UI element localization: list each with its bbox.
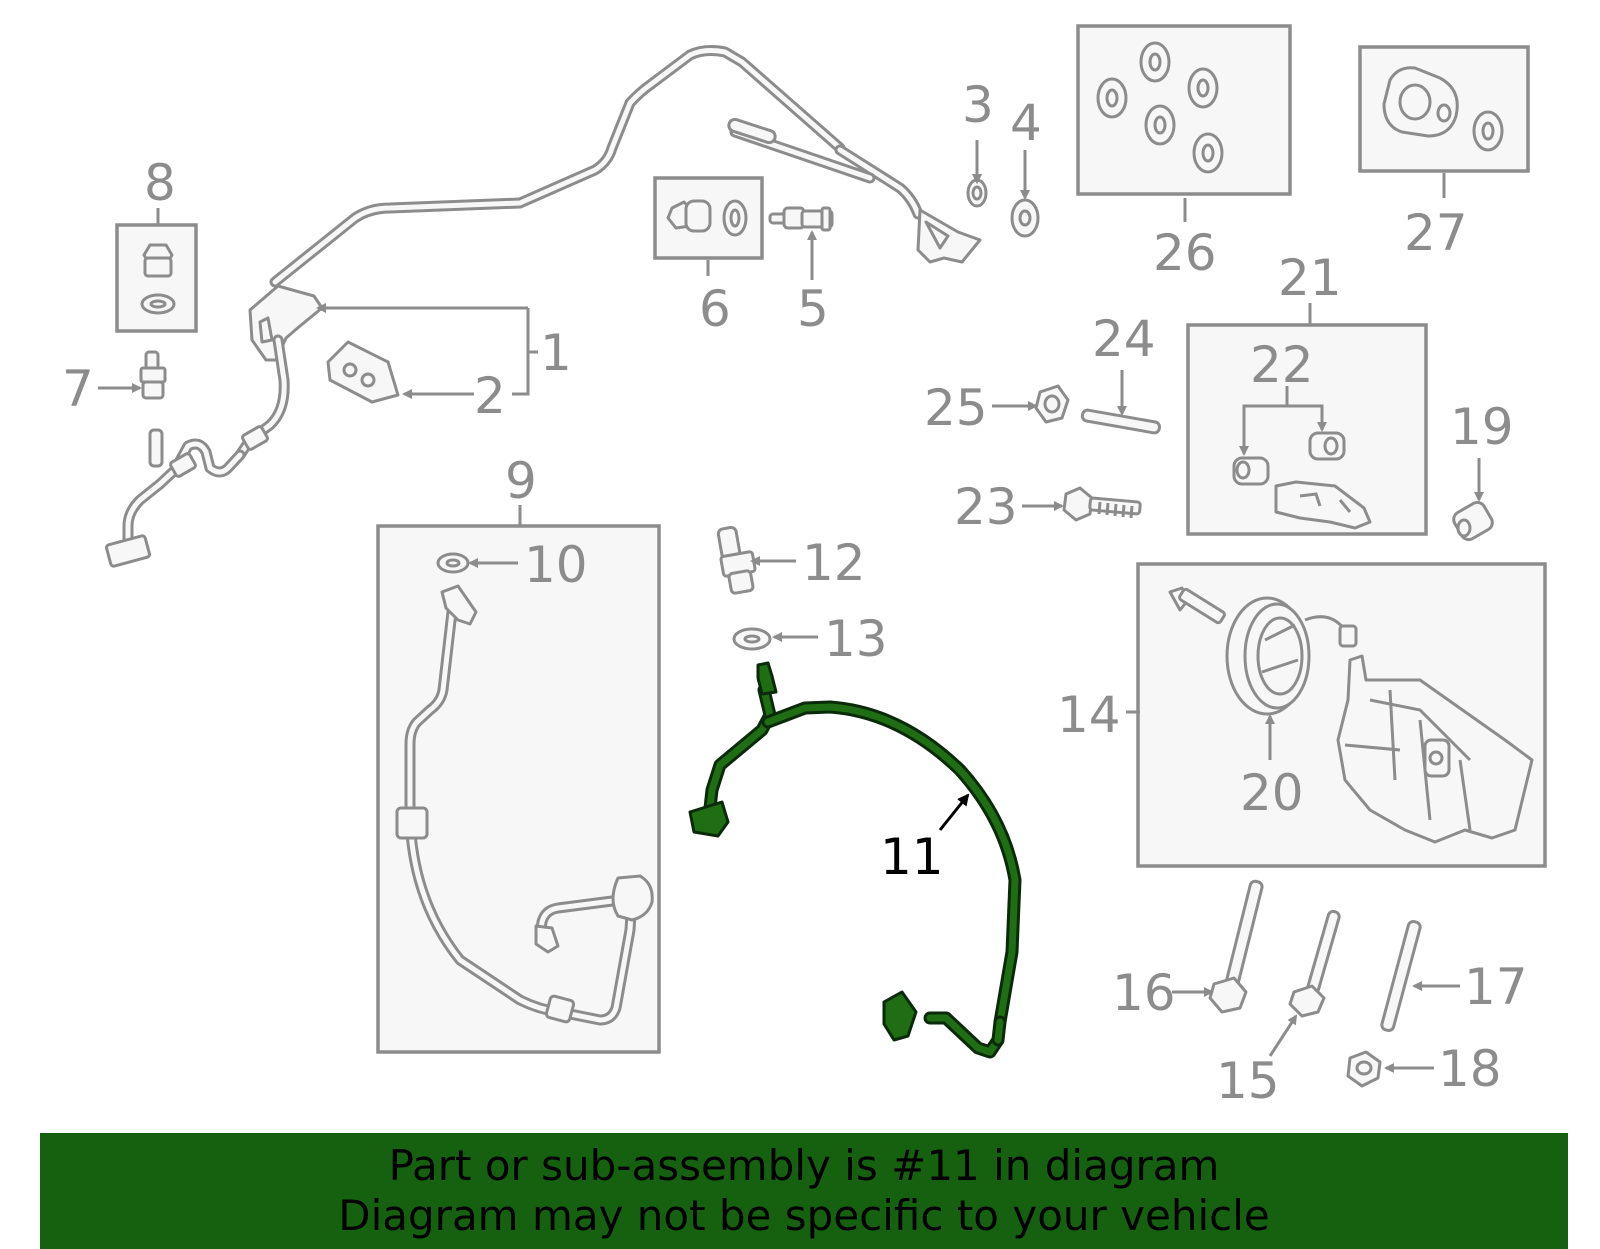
part-26-seal-kit[interactable] <box>1096 41 1224 174</box>
part-16-bolt[interactable] <box>1208 879 1264 1014</box>
callout-9: 9 <box>505 452 537 510</box>
callout-22: 22 <box>1250 336 1314 394</box>
callout-25: 25 <box>924 379 988 437</box>
callout-13: 13 <box>824 610 888 668</box>
callout-27: 27 <box>1404 204 1468 262</box>
part-25-nut[interactable] <box>1034 384 1070 424</box>
part-17-stud[interactable] <box>1380 919 1422 1033</box>
part-4-seal[interactable] <box>1010 198 1040 238</box>
callout-12: 12 <box>802 534 866 592</box>
callout-7: 7 <box>62 360 94 418</box>
part-2-bracket[interactable] <box>326 340 400 404</box>
banner-line-2: Diagram may not be specific to your vehi… <box>338 1191 1270 1240</box>
part-21-bracket-kit[interactable] <box>1274 480 1372 530</box>
callout-23: 23 <box>954 478 1018 536</box>
part-3-seal[interactable] <box>966 178 988 208</box>
part-9-ac-line[interactable] <box>395 584 654 1026</box>
part-14-compressor[interactable] <box>1168 586 1534 844</box>
part-18-nut[interactable] <box>1346 1050 1382 1088</box>
callout-19: 19 <box>1450 398 1514 456</box>
callout-5: 5 <box>797 280 829 338</box>
part-27-gasket[interactable] <box>1382 66 1504 152</box>
part-10-seal[interactable] <box>436 552 470 574</box>
callout-8: 8 <box>144 154 176 212</box>
callout-26: 26 <box>1153 224 1217 282</box>
box-9 <box>376 524 661 1054</box>
part-7-pressure-switch[interactable] <box>139 350 167 400</box>
callout-24: 24 <box>1092 310 1156 368</box>
part-11-highlighted-line[interactable] <box>688 661 1022 1059</box>
callout-20: 20 <box>1240 764 1304 822</box>
callout-11: 11 <box>880 828 944 886</box>
callout-17: 17 <box>1464 958 1528 1016</box>
part-20-clutch[interactable] <box>1225 596 1358 716</box>
part-13-seal[interactable] <box>732 627 772 651</box>
part-15-bolt[interactable] <box>1288 909 1341 1018</box>
callout-10: 10 <box>524 536 588 594</box>
callout-18: 18 <box>1438 1040 1502 1098</box>
callout-6: 6 <box>699 280 731 338</box>
callout-3: 3 <box>962 76 994 134</box>
part-19-bushing[interactable] <box>1451 500 1495 543</box>
part-23-bolt[interactable] <box>1062 486 1142 522</box>
callout-14: 14 <box>1057 686 1121 744</box>
part-12-sensor[interactable] <box>716 525 757 595</box>
callout-21: 21 <box>1278 249 1342 307</box>
part-6-valve-kit[interactable] <box>666 199 748 237</box>
part-22-bushing[interactable] <box>1232 431 1346 486</box>
part-5-valve[interactable] <box>768 206 834 232</box>
callout-1: 1 <box>540 324 572 382</box>
box-8 <box>115 223 198 333</box>
banner-line-1: Part or sub-assembly is #11 in diagram <box>388 1141 1220 1190</box>
callout-labels: 1 2 3 4 5 6 7 8 9 10 11 12 13 14 15 16 1… <box>62 76 1528 1110</box>
callout-4: 4 <box>1010 94 1042 152</box>
leader-lines <box>98 140 1484 1073</box>
callout-16: 16 <box>1112 964 1176 1022</box>
part-1-ac-line[interactable] <box>105 45 982 568</box>
callout-15: 15 <box>1216 1052 1280 1110</box>
part-24-stud[interactable] <box>1080 408 1161 435</box>
part-8-cap-seal[interactable] <box>140 243 176 315</box>
info-banner: Part or sub-assembly is #11 in diagram D… <box>40 1133 1568 1249</box>
callout-2: 2 <box>474 367 506 425</box>
